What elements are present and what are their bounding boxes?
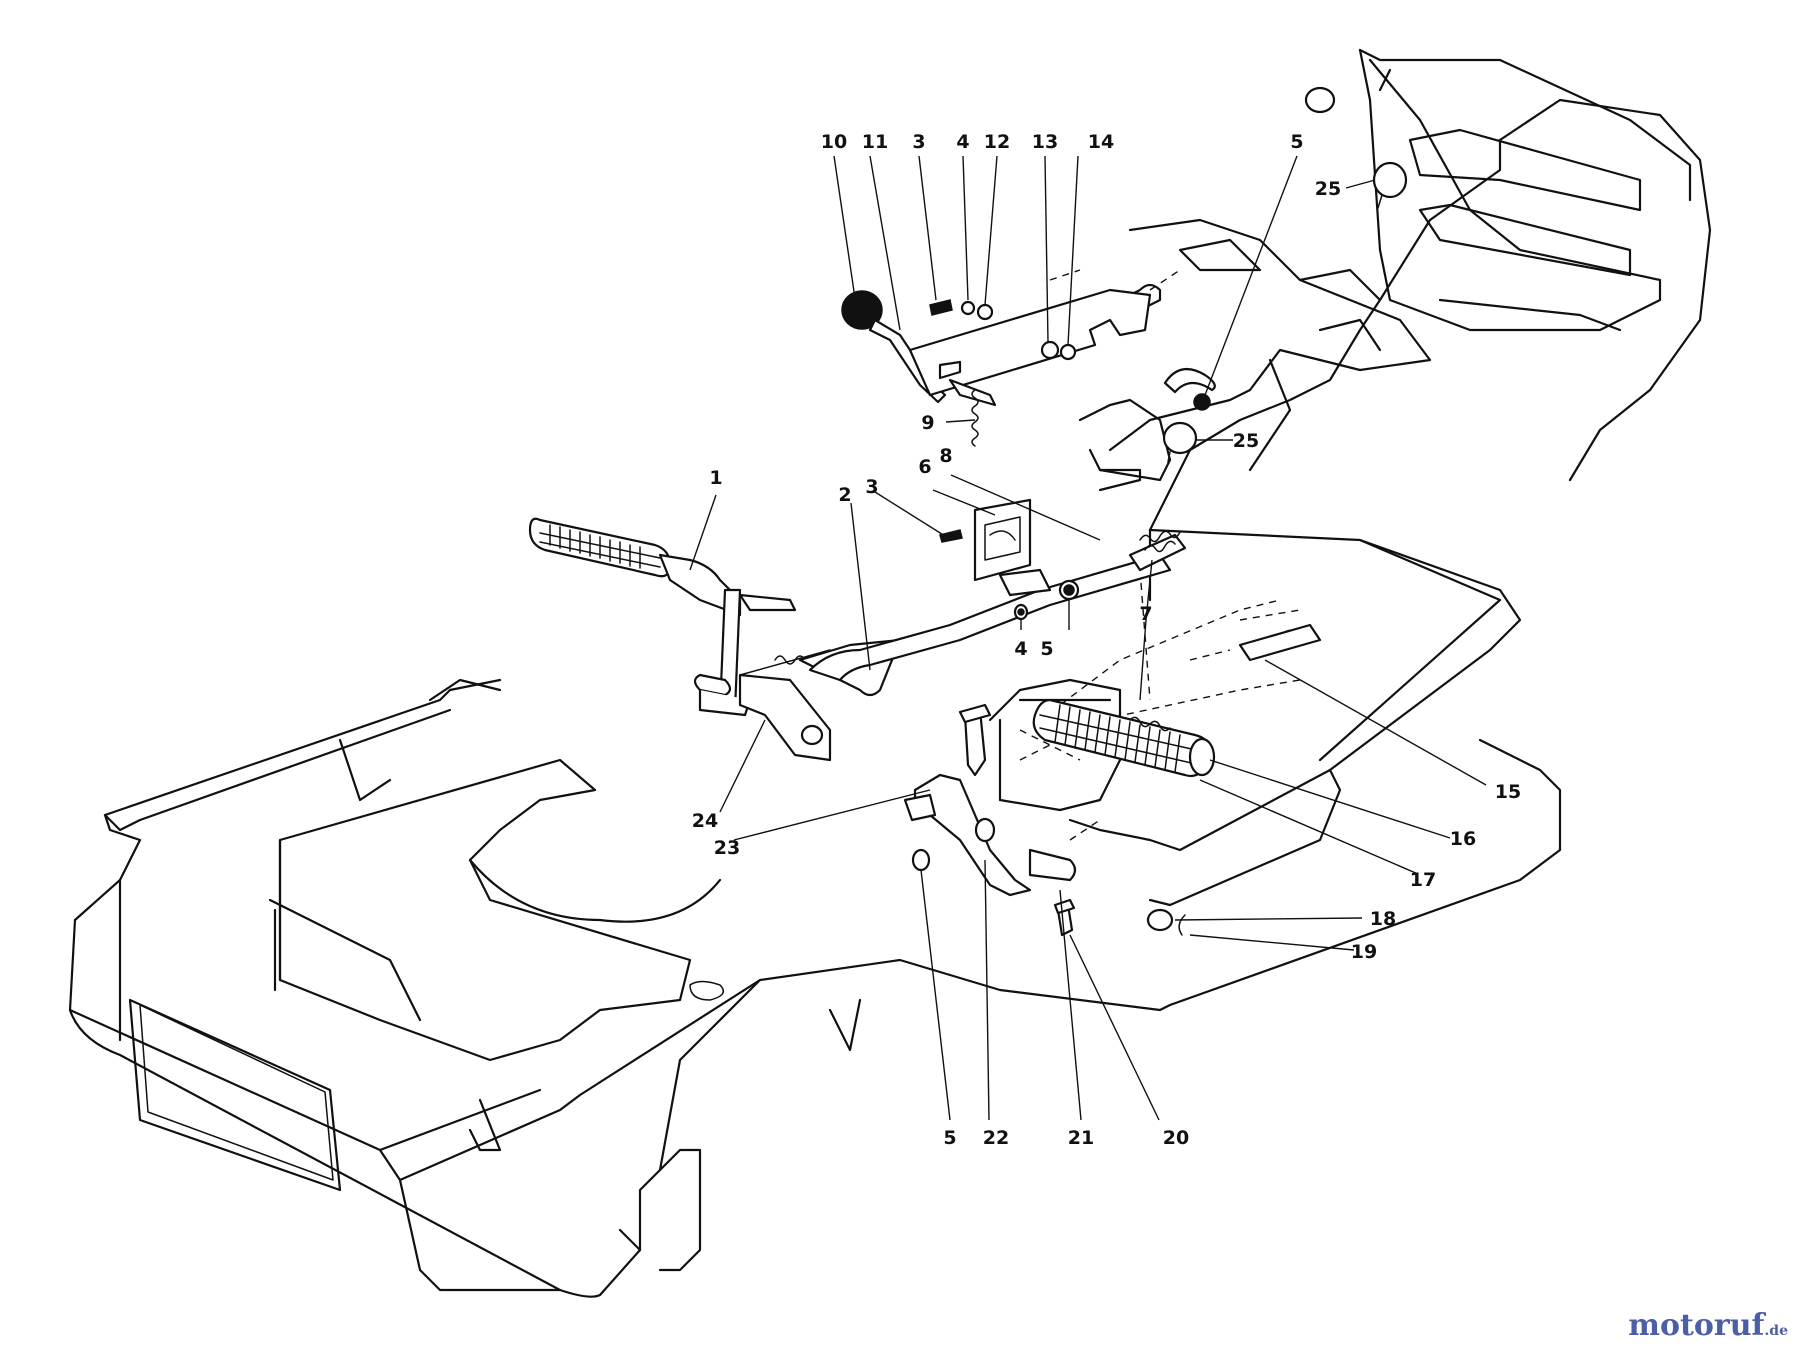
callout-21: 21 xyxy=(1068,1127,1094,1149)
callout-15: 15 xyxy=(1495,781,1521,803)
part-8-linkage-rod xyxy=(808,533,1187,682)
callout-4-middle: 4 xyxy=(1014,638,1027,660)
part-16-spring xyxy=(1129,716,1171,732)
part-3-screw-middle xyxy=(939,529,963,543)
callout-22: 22 xyxy=(983,1127,1009,1149)
part-9-spring xyxy=(971,389,979,447)
callout-1: 1 xyxy=(709,467,722,489)
callout-labels: 10 11 3 4 12 13 14 5 25 9 25 8 6 3 2 1 7… xyxy=(692,131,1521,1149)
callout-2: 2 xyxy=(838,484,851,506)
part-19-clip xyxy=(1178,914,1186,936)
part-3-screw-upper xyxy=(929,299,953,316)
callout-25-lower: 25 xyxy=(1233,430,1259,452)
callout-25-upper: 25 xyxy=(1315,178,1341,200)
callout-13: 13 xyxy=(1032,131,1058,153)
callout-12: 12 xyxy=(984,131,1010,153)
callout-5-upper: 5 xyxy=(1290,131,1303,153)
callout-6: 6 xyxy=(918,456,931,478)
callout-17: 17 xyxy=(1410,869,1436,891)
part-25-clamp-top xyxy=(1304,86,1336,114)
part-20-bolt xyxy=(1053,898,1076,937)
callout-10: 10 xyxy=(821,131,847,153)
part-6-guide-plate xyxy=(973,498,1052,597)
callout-5-lower: 5 xyxy=(943,1127,956,1149)
callout-4-upper: 4 xyxy=(956,131,969,153)
watermark-logo: motoruf.de xyxy=(1628,1308,1788,1343)
callout-14: 14 xyxy=(1088,131,1114,153)
callout-3-middle: 3 xyxy=(865,476,878,498)
callout-3-upper: 3 xyxy=(912,131,925,153)
part-21-bushing xyxy=(1028,848,1077,882)
callout-20: 20 xyxy=(1163,1127,1189,1149)
part-5-nut-upper xyxy=(1163,367,1216,411)
part-5-nut-lower xyxy=(911,848,931,872)
part-22-link-arm xyxy=(903,773,1032,897)
part-24-bracket xyxy=(738,673,832,762)
part-23-bolt xyxy=(958,703,992,777)
part-4-washer-upper xyxy=(960,300,976,316)
part-18-washer xyxy=(1146,908,1174,932)
watermark-tld: .de xyxy=(1764,1323,1788,1339)
callout-19: 19 xyxy=(1351,941,1377,963)
part-13-washer xyxy=(1040,340,1060,360)
part-15-rail xyxy=(1238,623,1322,662)
callout-9: 9 xyxy=(921,412,934,434)
callout-7: 7 xyxy=(1139,603,1152,625)
part-7-spring xyxy=(1139,530,1181,553)
part-4-washer-middle xyxy=(1013,603,1029,621)
callout-5-middle: 5 xyxy=(1040,638,1053,660)
part-25-clamp-upper xyxy=(1372,161,1408,209)
leader-lines xyxy=(689,155,1487,1121)
chassis-frame xyxy=(68,48,1712,1298)
callout-16: 16 xyxy=(1450,828,1476,850)
part-14-nut xyxy=(1059,343,1077,361)
part-12-washer xyxy=(976,303,994,321)
part-25-clamp-lower xyxy=(1162,421,1198,463)
watermark-text: motoruf xyxy=(1628,1308,1765,1343)
part-10-knob xyxy=(841,290,883,330)
part-17-right-handle xyxy=(1032,698,1216,778)
callout-11: 11 xyxy=(862,131,888,153)
part-5-nut-middle xyxy=(1058,579,1080,601)
callout-24: 24 xyxy=(692,810,718,832)
callout-8: 8 xyxy=(939,445,952,467)
part-1-handle-lever xyxy=(528,517,797,717)
callout-18: 18 xyxy=(1370,908,1396,930)
callout-23: 23 xyxy=(714,837,740,859)
